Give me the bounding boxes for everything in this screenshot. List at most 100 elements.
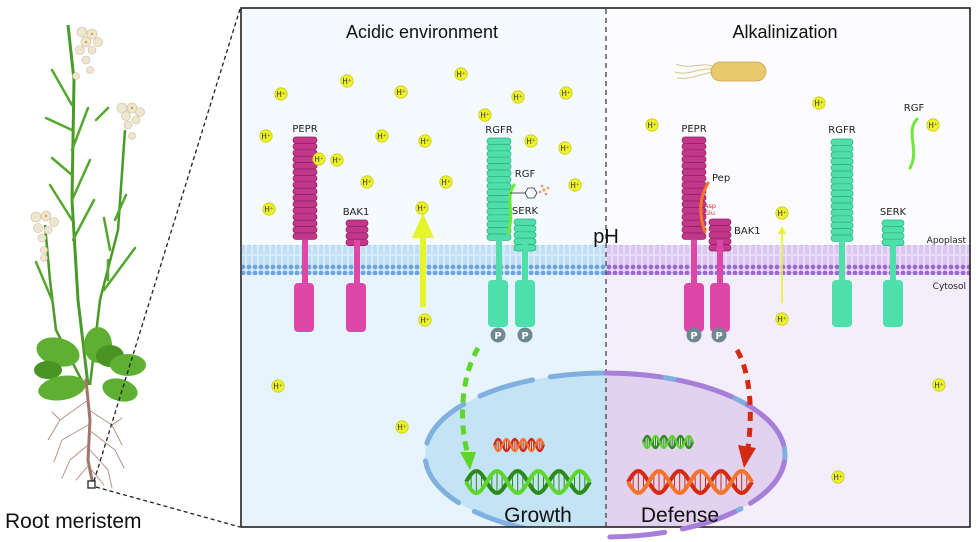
dna-helix-large-green [464,469,592,495]
svg-text:H⁺: H⁺ [397,423,407,432]
dna-strand [626,469,754,495]
asp-residue-label: Asp [704,202,716,210]
lrr-repeat [881,226,905,234]
lrr-repeat [681,149,707,157]
lrr-repeat [830,209,854,217]
lrr-repeat [830,177,854,185]
proton-h-plus-icon: H⁺ [274,87,288,101]
lrr-repeat [292,181,318,189]
zoom-connector-bottom [95,486,241,528]
proton-h-plus-icon: H⁺ [524,134,538,148]
apoplast-label: Apoplast [927,236,967,246]
flower-cluster [116,102,145,140]
proton-h-plus-icon: H⁺ [439,175,453,189]
proton-h-plus-icon: H⁺ [271,379,285,393]
lrr-repeat [513,218,537,226]
svg-text:H⁺: H⁺ [934,381,944,390]
svg-text:H⁺: H⁺ [570,181,580,190]
svg-text:H⁺: H⁺ [261,132,271,141]
svg-text:H⁺: H⁺ [833,473,843,482]
lrr-repeat [881,232,905,240]
dna-strand [493,437,545,453]
root-meristem-marker [87,480,96,489]
pepr-ectodomain [292,136,318,240]
lrr-repeat [292,194,318,202]
phospho-group: P [490,327,506,343]
lrr-repeat [830,215,854,223]
lrr-repeat [830,202,854,210]
svg-text:P: P [521,331,528,342]
lrr-repeat [830,151,854,159]
lrr-repeat [681,232,707,240]
lrr-repeat [681,143,707,151]
pepr-receptor-alkaline [681,136,707,332]
lrr-repeat [513,225,537,233]
svg-text:H⁺: H⁺ [332,156,342,165]
lrr-repeat [292,213,318,221]
proton-h-plus-icon: H⁺ [259,129,273,143]
bak1-label-acidic: BAK1 [343,207,370,218]
svg-text:H⁺: H⁺ [362,178,372,187]
lrr-repeat [830,170,854,178]
lrr-repeat [486,233,512,241]
lrr-repeat [292,219,318,227]
lrr-repeat [830,228,854,236]
lrr-repeat [486,214,512,222]
lrr-repeat [681,181,707,189]
svg-text:H⁺: H⁺ [647,121,657,130]
svg-text:H⁺: H⁺ [456,70,466,79]
svg-text:H⁺: H⁺ [480,111,490,120]
lrr-repeat [681,162,707,170]
dna-strand [642,434,694,450]
defense-signal-arrow [734,348,756,468]
svg-text:H⁺: H⁺ [314,155,324,164]
growth-outcome-label: Growth [504,504,572,527]
svg-text:H⁺: H⁺ [441,178,451,187]
svg-text:H⁺: H⁺ [276,90,286,99]
rgf-label-acidic: RGF [515,169,536,180]
lrr-repeat [345,226,369,234]
zoom-connector-top [93,8,241,482]
svg-text:P: P [494,331,501,342]
lrr-repeat [830,138,854,146]
proton-h-plus-icon: H⁺ [932,378,946,392]
proton-h-plus-icon: H⁺ [831,470,845,484]
lrr-repeat [292,175,318,183]
proton-h-plus-icon: H⁺ [558,141,572,155]
protons-layer: H⁺ H⁺ H⁺ H⁺ H⁺ H⁺ H⁺ H⁺ H⁺ H⁺ H⁺ H⁺ H⁺ H⁺ H⁺ H⁺ H⁺ H⁺ H⁺ H⁺… [259,67,946,484]
lrr-repeat [486,144,512,152]
lrr-repeat [486,195,512,203]
acidic-panel-title: Acidic environment [346,22,498,42]
nuclear-envelope-alkaline [603,370,788,540]
lrr-repeat [292,143,318,151]
proton-h-plus-icon: H⁺ [568,178,582,192]
lrr-repeat [345,232,369,240]
svg-text:H⁺: H⁺ [417,204,427,213]
lrr-repeat [513,231,537,239]
lrr-repeat [292,136,318,144]
arabidopsis-plant-illustration [30,24,146,489]
alkaline-apoplast-bg [606,8,970,248]
proton-influx-arrow-alkaline [778,226,786,303]
serk-receptor-alkaline [881,219,905,327]
proton-h-plus-icon: H⁺ [360,175,374,189]
svg-text:H⁺: H⁺ [513,93,523,102]
defense-outcome-label: Defense [641,504,719,527]
proton-h-plus-icon: H⁺ [812,96,826,110]
svg-text:H⁺: H⁺ [777,315,787,324]
proton-h-plus-icon: H⁺ [330,153,344,167]
lrr-repeat [708,231,732,239]
lrr-repeat [708,218,732,226]
proton-h-plus-icon: H⁺ [312,152,326,166]
proton-h-plus-icon: H⁺ [775,206,789,220]
svg-text:H⁺: H⁺ [342,77,352,86]
svg-text:H⁺: H⁺ [377,132,387,141]
svg-text:H⁺: H⁺ [396,88,406,97]
lrr-repeat [681,168,707,176]
proton-h-plus-icon: H⁺ [395,420,409,434]
svg-text:H⁺: H⁺ [777,209,787,218]
svg-text:P: P [715,331,722,342]
svg-text:H⁺: H⁺ [561,89,571,98]
root-meristem-label: Root meristem [5,510,142,533]
rosette-leaves [34,327,146,402]
